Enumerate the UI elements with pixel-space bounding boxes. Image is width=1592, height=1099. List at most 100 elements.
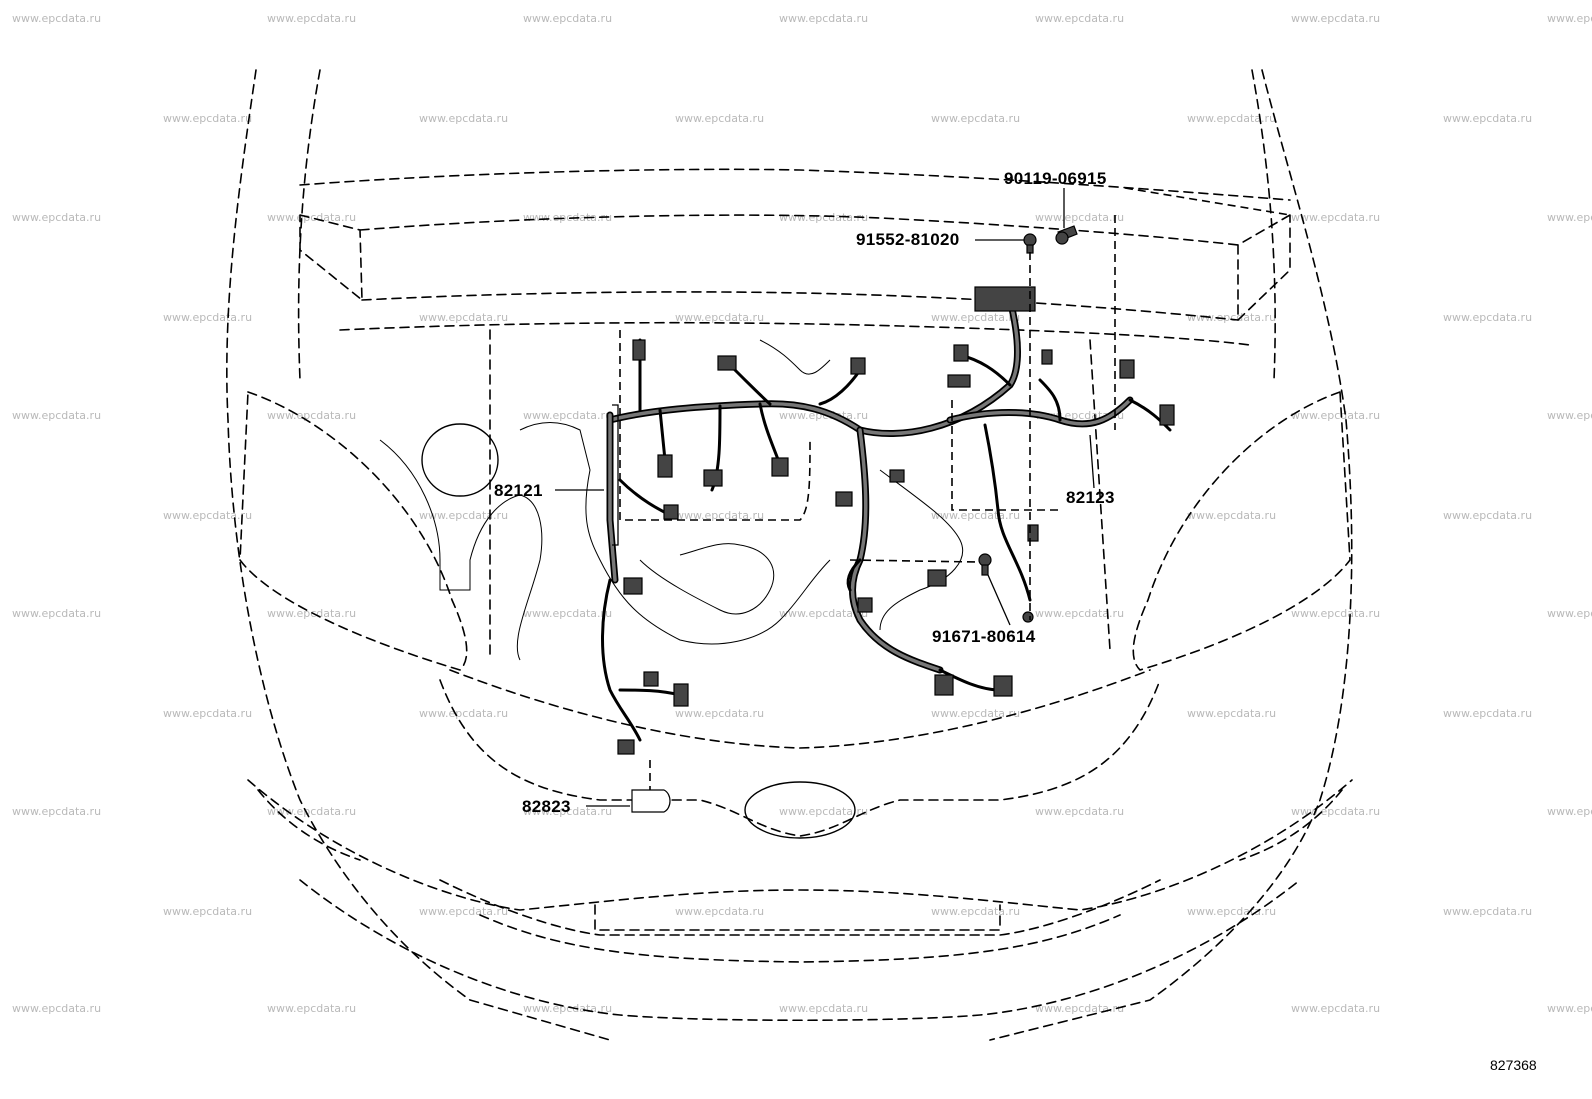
upper-bumper-line <box>449 669 1151 749</box>
wire-branch-3 <box>758 402 782 467</box>
watermark-text: www.epcdata.ru <box>1443 905 1533 918</box>
watermark-text: www.epcdata.ru <box>779 607 869 620</box>
watermark-text: www.epcdata.ru <box>419 707 509 720</box>
wire-branch-8 <box>601 578 642 742</box>
wire-branch-1 <box>658 408 667 462</box>
watermark-text: www.epcdata.ru <box>12 805 102 818</box>
lower-grille-outline <box>439 879 1161 936</box>
connector <box>673 683 689 707</box>
watermark-text: www.epcdata.ru <box>931 707 1021 720</box>
watermark-text: www.epcdata.ru <box>1291 805 1381 818</box>
dashed-bay-box <box>619 330 811 521</box>
front-spoiler-line <box>299 879 1301 1022</box>
watermark-text: www.epcdata.ru <box>267 1002 357 1015</box>
watermark-text: www.epcdata.ru <box>675 509 765 522</box>
left-a-pillar <box>297 69 321 381</box>
watermark-text: www.epcdata.ru <box>419 112 509 125</box>
watermark-text: www.epcdata.ru <box>12 1002 102 1015</box>
connector <box>889 469 905 483</box>
wire-branch-7 <box>618 478 672 517</box>
watermark-text: www.epcdata.ru <box>12 211 102 224</box>
watermark-text: www.epcdata.ru <box>675 707 765 720</box>
watermark-text: www.epcdata.ru <box>419 905 509 918</box>
connector <box>663 504 679 520</box>
connector <box>927 569 947 587</box>
watermark-text: www.epcdata.ru <box>523 12 613 25</box>
bolt-91552-shape <box>1023 233 1037 254</box>
watermark-text: www.epcdata.ru <box>163 509 253 522</box>
watermark-text: www.epcdata.ru <box>163 905 253 918</box>
watermark-text: www.epcdata.ru <box>523 607 613 620</box>
connector <box>857 597 873 613</box>
connector <box>717 355 737 371</box>
watermark-text: www.epcdata.ru <box>163 311 253 324</box>
cowl-upper <box>359 214 1239 246</box>
watermark-text: www.epcdata.ru <box>12 12 102 25</box>
leader-91671-dash <box>849 559 979 563</box>
intake-outline <box>639 543 775 615</box>
part-label-90119-06915: 90119-06915 <box>1004 169 1107 188</box>
cowl-lower <box>361 291 1239 321</box>
part-label-82823: 82823 <box>522 797 571 816</box>
leader-82121-bracket <box>612 404 619 546</box>
watermark-text: www.epcdata.ru <box>931 112 1021 125</box>
watermark-text: www.epcdata.ru <box>1035 805 1125 818</box>
part-label-82121: 82121 <box>494 481 543 500</box>
fog-lamp-right <box>1239 789 1343 861</box>
wire-branch-14 <box>1038 378 1062 422</box>
harness-left-vertical-core <box>608 413 617 582</box>
watermark-text: www.epcdata.ru <box>267 409 357 422</box>
block-82823-shape <box>631 789 671 813</box>
watermark-text: www.epcdata.ru <box>1187 311 1277 324</box>
watermark-text: www.epcdata.ru <box>675 905 765 918</box>
watermark-text: www.epcdata.ru <box>267 211 357 224</box>
watermark-text: www.epcdata.ru <box>931 311 1021 324</box>
watermark-text: www.epcdata.ru <box>1547 211 1592 224</box>
wire-branch-13 <box>1128 398 1172 432</box>
watermark-text: www.epcdata.ru <box>1035 12 1125 25</box>
connector <box>947 374 971 388</box>
connector <box>993 675 1013 697</box>
watermark-text: www.epcdata.ru <box>267 12 357 25</box>
cowl-left-end <box>299 214 363 301</box>
connector <box>623 577 643 595</box>
watermark-text: www.epcdata.ru <box>267 805 357 818</box>
watermark-text: www.epcdata.ru <box>1547 12 1592 25</box>
harness-center-drop-core <box>850 428 942 672</box>
watermark-text: www.epcdata.ru <box>779 12 869 25</box>
ground-point <box>1022 611 1034 623</box>
connector <box>632 339 646 361</box>
wire-branch-10 <box>983 423 1032 602</box>
connector <box>1119 359 1135 379</box>
emblem-outline <box>744 781 856 839</box>
wire-branch-15 <box>846 558 862 592</box>
upper-engine-cover <box>759 339 831 375</box>
connector <box>771 457 789 477</box>
right-a-pillar <box>1251 69 1276 381</box>
connector <box>835 491 853 507</box>
watermark-text: www.epcdata.ru <box>419 311 509 324</box>
left-headlamp-outline <box>239 391 468 671</box>
watermark-text: www.epcdata.ru <box>779 211 869 224</box>
connector <box>1041 349 1053 365</box>
watermark-text: www.epcdata.ru <box>1187 707 1277 720</box>
watermark-text: www.epcdata.ru <box>1443 311 1533 324</box>
upper-grille-outline <box>439 679 1161 837</box>
hood-inner-edge <box>339 321 1251 346</box>
connector <box>850 357 866 375</box>
wire-branch-5 <box>818 368 862 406</box>
lower-grille-inner <box>479 914 1121 963</box>
watermark-text: www.epcdata.ru <box>12 607 102 620</box>
watermark-text: www.epcdata.ru <box>1547 409 1592 422</box>
left-bay-component <box>379 439 543 661</box>
watermark-text: www.epcdata.ru <box>1187 112 1277 125</box>
connector <box>934 674 954 696</box>
watermark-text: www.epcdata.ru <box>523 409 613 422</box>
engine-block-outline <box>519 422 831 645</box>
figure-number: 827368 <box>1490 1057 1537 1073</box>
watermark-text: www.epcdata.ru <box>779 805 869 818</box>
right-fender-outline <box>989 69 1353 1041</box>
watermark-text: www.epcdata.ru <box>419 509 509 522</box>
connector <box>974 286 1036 312</box>
